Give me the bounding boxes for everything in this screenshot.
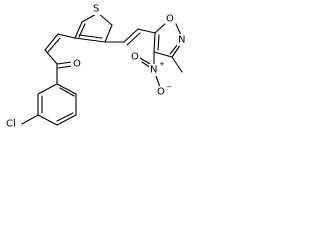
bond-ring-3 [56, 114, 77, 126]
bond-c-o-1 [56, 61, 73, 65]
bond-isox-2 [175, 23, 182, 36]
carbonyl-oxygen-atom: O [73, 59, 81, 70]
bond-nitro-o-bottom [155, 75, 161, 88]
bond-thio-5-inner [78, 34, 103, 39]
nitro-minus-charge: − [166, 83, 172, 91]
bond-ring-1 [56, 83, 77, 95]
bond-methyl [171, 56, 183, 73]
chlorine-atom: Cl [6, 119, 16, 130]
bond-vinyl2-double-2 [126, 32, 141, 46]
bond-ring-4 [37, 114, 58, 126]
sulfur-atom: S [93, 4, 99, 15]
bond-c-o-2 [57, 65, 73, 69]
atom-labels: S O Cl O N N + O O − [5, 3, 187, 130]
bond-ring-1-inner [59, 87, 75, 97]
bond-ring-6 [37, 83, 58, 95]
bond-thio-4 [104, 24, 113, 43]
bond-carbonyl-vinyl [44, 49, 58, 65]
bond-isox-3-inner [169, 43, 179, 55]
nitro-oxygen-bottom-atom: O [157, 87, 165, 98]
bond-vinyl-double-1 [44, 33, 59, 51]
isoxazole-nitrogen-atom: N [178, 35, 185, 46]
nitro-plus-charge: + [159, 60, 165, 68]
bond-isox-4 [153, 51, 173, 58]
bond-nitro-o-top-1 [139, 57, 151, 65]
bond-isox-5-inner [157, 34, 160, 51]
bond-vinyl-double-2 [47, 37, 61, 53]
bond-vinyl-thiophene [57, 33, 76, 39]
bond-isox-3 [171, 43, 182, 58]
bond-isox-5 [153, 32, 156, 53]
bond-thio-1 [74, 21, 83, 39]
isoxazole-oxygen-atom: O [166, 14, 174, 25]
chemical-structure: S O Cl O N N + O O − [5, 3, 187, 130]
nitro-oxygen-top-atom: O [131, 52, 139, 63]
bond-ring-3-inner [56, 112, 74, 122]
nitro-nitrogen-atom: N [150, 65, 157, 76]
bond-vinyl2-double-1 [123, 28, 139, 43]
bond-vinyl2-isoxazole [137, 28, 156, 34]
bond-thio-5 [74, 37, 106, 43]
bond-c-cl [21, 114, 39, 125]
bonds [21, 12, 183, 126]
